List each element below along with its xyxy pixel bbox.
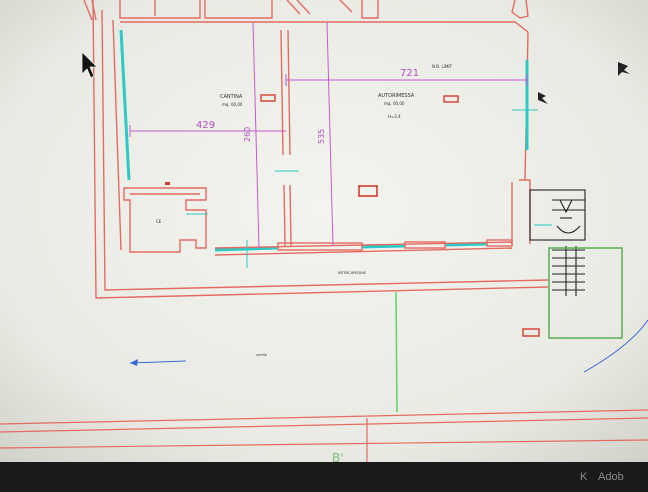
small-room-marker	[165, 182, 170, 185]
boundary-curve	[583, 319, 648, 373]
site-lines	[0, 409, 648, 462]
dimension-535: 535	[317, 129, 326, 144]
room-cantina-tag	[260, 94, 276, 102]
arrow-head-icon	[130, 359, 138, 366]
room-cantina-area: mq. 00,00	[222, 102, 243, 107]
north-note: N.B. LIMIT	[432, 64, 453, 69]
small-room-label: CE	[156, 219, 162, 224]
interior-walls	[123, 29, 513, 256]
stairs	[529, 189, 586, 296]
dimension-lines	[129, 21, 528, 249]
room-autorimessa-height: H=2,4	[388, 114, 401, 119]
yard-label: cortile	[256, 353, 267, 357]
corridor-label: INTERCAPEDINE	[338, 271, 366, 275]
north-arrow-icon	[538, 62, 630, 104]
taskbar-item-k[interactable]: K	[580, 471, 588, 483]
arrow-line	[129, 360, 187, 364]
room-autorimessa-name: AUTORIMESSA	[378, 93, 415, 99]
section-line	[395, 291, 398, 413]
car-symbol	[358, 185, 378, 197]
taskbar-item-adob[interactable]: Adob	[598, 471, 624, 483]
mouse-cursor-icon	[81, 51, 98, 79]
guide-marks	[186, 109, 552, 268]
section-marker-label: B'	[332, 451, 344, 465]
room-autorimessa-tag	[443, 95, 459, 103]
top-walls	[83, 0, 529, 21]
stair-shaft-outline	[548, 247, 623, 339]
room-cantina-name: CANTINA	[220, 94, 243, 100]
taskbar: K Adob	[0, 462, 648, 492]
drawing-paper	[0, 0, 648, 462]
dimension-721: 721	[400, 68, 419, 79]
stair-tag	[522, 328, 540, 337]
room-autorimessa-area: mq. 00,00	[384, 101, 405, 106]
dimension-429: 429	[196, 120, 215, 131]
dimension-260: 260	[243, 127, 252, 142]
outer-walls	[92, 0, 549, 299]
